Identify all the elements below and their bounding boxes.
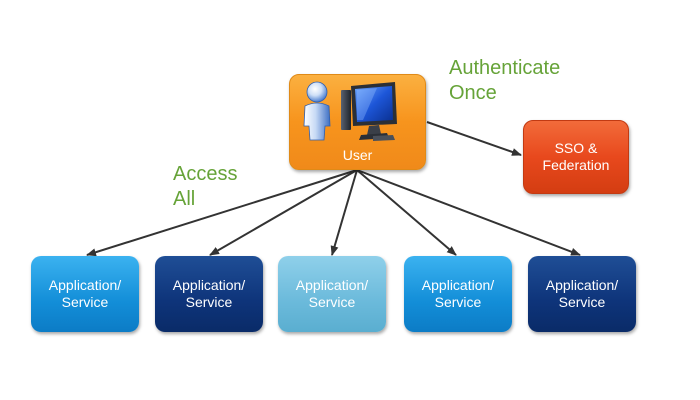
arrow-user-to-app-1 <box>86 169 358 257</box>
user-label: User <box>342 147 373 163</box>
computer-monitor-icon <box>341 82 397 141</box>
arrow-user-to-app-4 <box>356 169 457 256</box>
application-service-label: Application/ Service <box>545 277 619 310</box>
application-service-label: Application/ Service <box>295 277 369 310</box>
application-service-label: Application/ Service <box>421 277 495 310</box>
application-service-label: Application/ Service <box>48 277 122 310</box>
application-service-node: Application/ Service <box>155 256 263 332</box>
application-service-node: Application/ Service <box>404 256 512 332</box>
sso-federation-label: SSO & Federation <box>542 140 610 173</box>
application-service-node: Application/ Service <box>528 256 636 332</box>
arrow-user-to-app-2 <box>209 169 358 256</box>
application-service-node: Application/ Service <box>31 256 139 332</box>
access-all-label: Access All <box>173 163 238 210</box>
arrow-user-to-app-3 <box>330 169 358 256</box>
person-icon <box>303 81 331 141</box>
arrow-user-to-sso <box>426 121 522 156</box>
application-service-node: Application/ Service <box>278 256 386 332</box>
sso-federation-node: SSO & Federation <box>523 120 629 194</box>
application-service-label: Application/ Service <box>172 277 246 310</box>
authenticate-once-label: Authenticate Once <box>449 57 561 104</box>
arrow-user-to-app-5 <box>356 169 581 256</box>
